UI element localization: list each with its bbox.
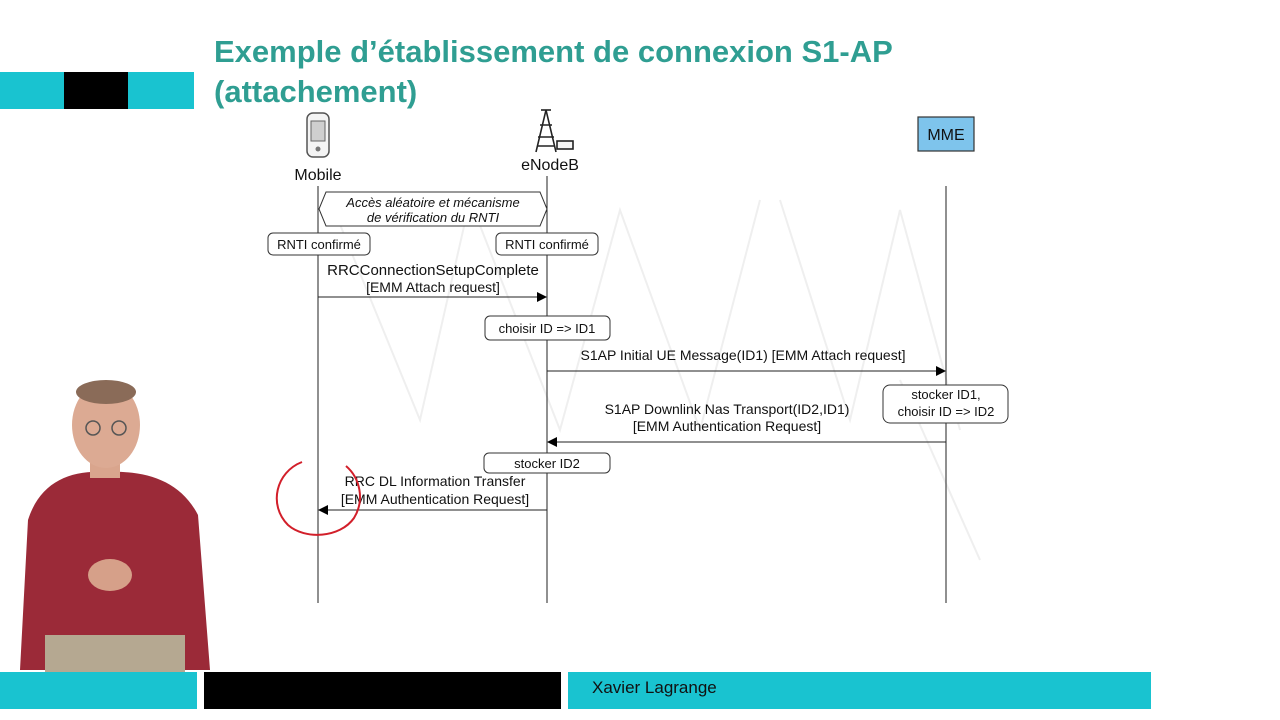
random-access-line-2: de vérification du RNTI <box>367 210 500 225</box>
mme-store-line-2: choisir ID => ID2 <box>898 404 995 419</box>
entity-enodeb-label: eNodeB <box>521 157 579 174</box>
presenter-video <box>20 380 210 672</box>
title-line-1: Exemple d’établissement de connexion S1-… <box>214 34 893 69</box>
bottom-teal-name-bar <box>568 672 1151 709</box>
presenter-head <box>72 382 140 468</box>
msg-rrc-setup-line-2: [EMM Attach request] <box>366 279 500 295</box>
msg-rrc-dl-line-2: [EMM Authentication Request] <box>341 491 529 507</box>
bottom-black-bar <box>204 672 561 709</box>
msg-s1ap-downlink-line-2: [EMM Authentication Request] <box>633 418 821 434</box>
rnti-enodeb-text: RNTI confirmé <box>505 237 589 252</box>
rnti-mobile-note <box>267 232 371 256</box>
title-line-2: (attachement) <box>214 74 418 109</box>
top-left-teal-bar-2 <box>128 72 194 109</box>
mobile-phone-icon <box>306 112 330 158</box>
entity-mme-label: MME <box>927 127 964 144</box>
mme-box <box>917 116 975 152</box>
slide-title: Exemple d’établissement de connexion S1-… <box>214 32 1114 112</box>
presenter-legs <box>45 635 185 672</box>
top-left-teal-bar <box>0 72 64 109</box>
antenna-tower-icon <box>535 109 574 153</box>
store-id2-text: stocker ID2 <box>514 456 580 471</box>
store-id2-note <box>483 452 611 474</box>
choose-id1-note <box>484 315 611 341</box>
msg-s1ap-initial: S1AP Initial UE Message(ID1) [EMM Attach… <box>581 347 906 363</box>
top-left-black-bar <box>64 72 128 109</box>
mme-store-line-1: stocker ID1, <box>911 387 980 402</box>
random-access-note <box>318 191 548 227</box>
mme-store-note <box>882 384 1009 424</box>
presenter-hair <box>76 380 136 404</box>
presenter-hand <box>88 559 132 591</box>
entity-mobile-label: Mobile <box>294 167 341 184</box>
red-annotation-circle <box>275 461 361 536</box>
msg-rrc-setup-line-1: RRCConnectionSetupComplete <box>327 262 539 279</box>
choose-id1-text: choisir ID => ID1 <box>499 321 596 336</box>
random-access-line-1: Accès aléatoire et mécanisme <box>345 195 519 210</box>
msg-rrc-dl-line-1: RRC DL Information Transfer <box>345 473 526 489</box>
presenter-name: Xavier Lagrange <box>592 678 717 697</box>
bottom-left-teal-bar <box>0 672 197 709</box>
msg-s1ap-downlink-line-1: S1AP Downlink Nas Transport(ID2,ID1) <box>605 401 850 417</box>
rnti-mobile-text: RNTI confirmé <box>277 237 361 252</box>
rnti-enodeb-note <box>495 232 599 256</box>
